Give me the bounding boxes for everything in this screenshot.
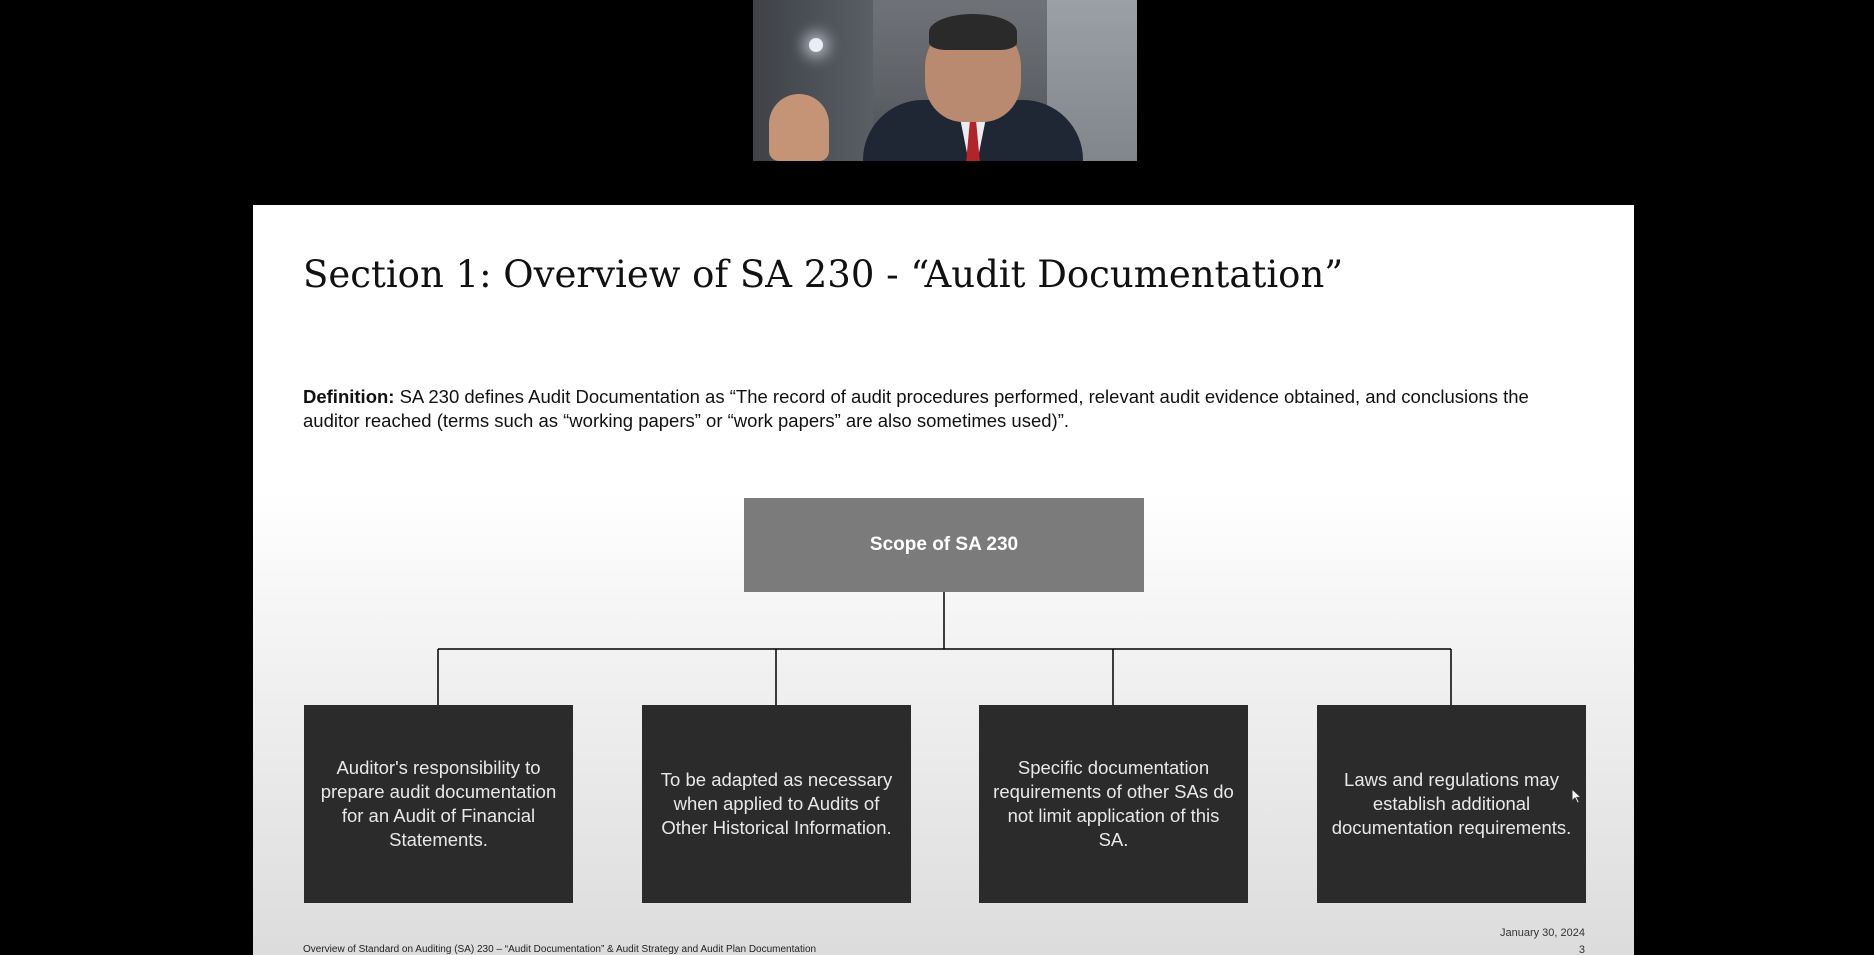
video-light: [809, 38, 823, 52]
scope-child-box-2: To be adapted as necessary when applied …: [642, 705, 911, 903]
scope-child-box-4: Laws and regulations may establish addit…: [1317, 705, 1586, 903]
scope-child-box-1: Auditor's responsibility to prepare audi…: [304, 705, 573, 903]
speaker-hand: [769, 94, 829, 161]
shared-slide: Section 1: Overview of SA 230 - “Audit D…: [253, 205, 1634, 955]
diagram-connectors: [437, 592, 1452, 705]
participant-video-tile[interactable]: [753, 0, 1137, 161]
slide-page-number: 3: [1578, 944, 1585, 955]
scope-root-box: Scope of SA 230: [744, 498, 1144, 592]
definition-text: SA 230 defines Audit Documentation as “T…: [303, 386, 1529, 431]
speaker-hair: [929, 14, 1017, 50]
slide-title: Section 1: Overview of SA 230 - “Audit D…: [303, 253, 1344, 296]
definition-paragraph: Definition: SA 230 defines Audit Documen…: [303, 385, 1563, 433]
speaker-tie: [966, 118, 980, 161]
definition-label: Definition:: [303, 386, 395, 407]
mouse-pointer-icon: [1571, 788, 1583, 804]
scope-child-box-3: Specific documentation requirements of o…: [979, 705, 1248, 903]
slide-footer-text: Overview of Standard on Auditing (SA) 23…: [303, 944, 817, 955]
slide-footer-date: January 30, 2024: [1499, 927, 1585, 939]
